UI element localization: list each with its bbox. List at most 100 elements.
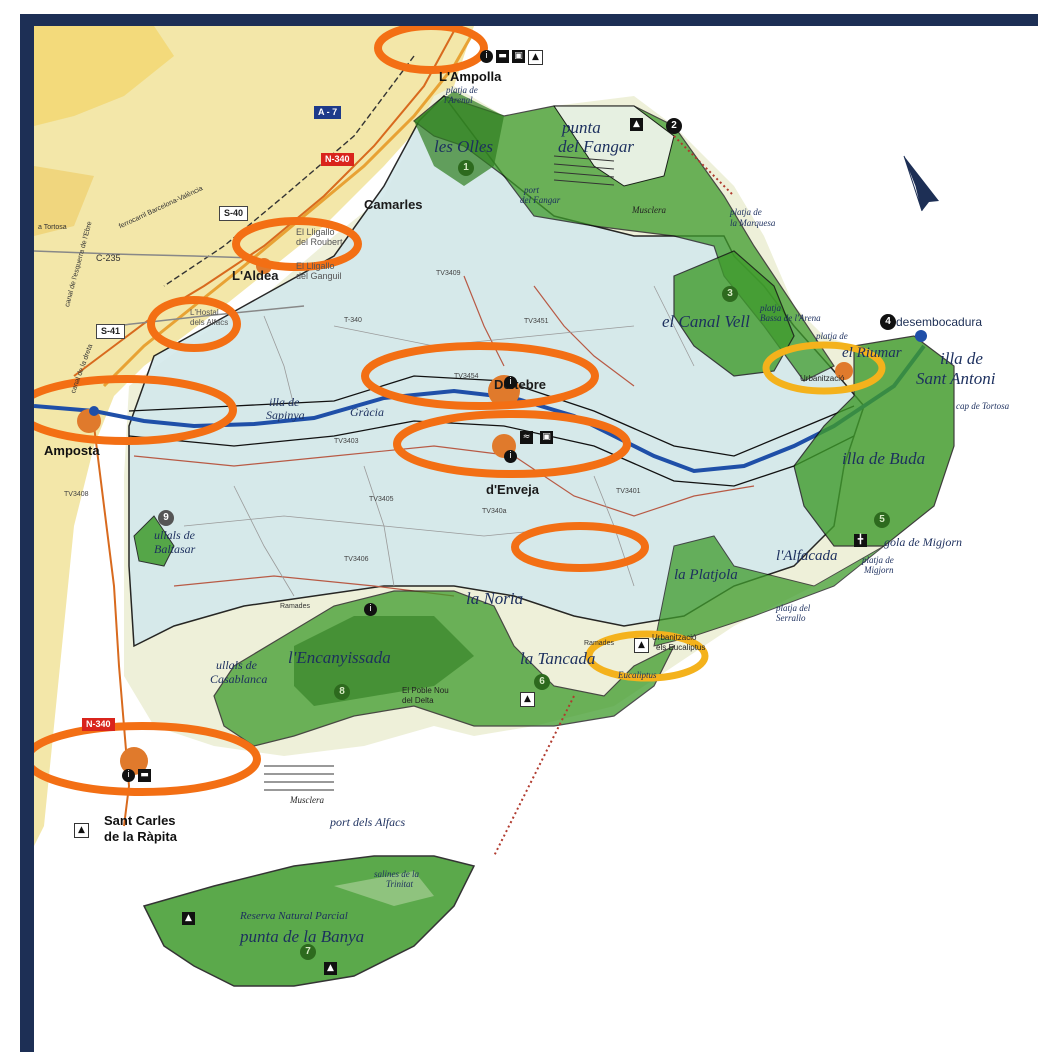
marker-7: 7 [300, 944, 316, 960]
town-tortosa-road: a Tortosa [38, 224, 67, 231]
place-illa-buda: illa de Buda [842, 449, 926, 468]
marker-2: 2 [666, 118, 682, 134]
highlight-eucaliptus [585, 630, 709, 682]
tower-icon-banya[interactable]: ▲ [324, 962, 337, 975]
lighthouse-icon[interactable]: ▲ [630, 118, 643, 131]
place-olles: les Olles [434, 137, 494, 156]
highlight-poblenou [511, 522, 649, 572]
place-platja-arena-2: Bassa de l'Arena [760, 313, 821, 323]
town-ampolla: L'Ampolla [439, 69, 502, 84]
road-label-tv3409: TV3409 [436, 270, 461, 277]
bed-icon[interactable]: ▬ [496, 50, 509, 63]
amposta-marker [89, 406, 99, 416]
camping-icon[interactable]: ▲ [528, 50, 543, 65]
town-blob-riumar [835, 362, 853, 380]
mainland-land [34, 26, 474, 846]
place-port-fangar-2: del Fangar [520, 195, 561, 205]
camping-icon-tancada[interactable]: ▲ [520, 692, 535, 707]
hotel-icon-rapita[interactable]: ▬ [138, 769, 151, 782]
info-icon[interactable]: i [480, 50, 493, 63]
camping-icon-rapita[interactable]: ▲ [74, 823, 89, 838]
town-hostal-2: dels Alfacs [190, 318, 229, 327]
road-label-tv3408: TV3408 [64, 491, 89, 498]
place-port-fangar-1: port [524, 185, 540, 195]
town-lligallo-roubert-2: del Roubert [296, 237, 343, 247]
highlight-ampolla [374, 26, 488, 74]
highlight-hostal [147, 296, 241, 352]
road-n340 [73, 30, 455, 377]
place-ullals-baltasar-2: Baltasar [154, 542, 196, 556]
north-arrow-icon [903, 155, 939, 212]
highlight-amposta [34, 375, 237, 445]
road-shield-n340-top: N-340 [321, 153, 354, 166]
place-salines-2: Trinitat [386, 879, 414, 889]
bus-icon[interactable]: ▣ [540, 431, 553, 444]
town-poble-nou-2: del Delta [402, 696, 434, 705]
road-label-tv3401: TV3401 [616, 488, 641, 495]
road-grid-1 [333, 325, 635, 347]
town-lligallo-ganguil-1: El Lligallo [296, 261, 335, 271]
road-railway [163, 55, 415, 287]
road-label-tv3451: TV3451 [524, 318, 549, 325]
road-tv3409 [463, 275, 505, 367]
town-eucaliptus-1: Urbanització [652, 633, 697, 642]
musclera-hatch-bottom [264, 765, 334, 791]
road-label-tv3454: TV3454 [454, 373, 479, 380]
marker-8: 8 [334, 684, 350, 700]
road-grid-3 [233, 485, 295, 597]
place-platjola: la Platjola [674, 567, 738, 583]
road-tv3405 [513, 455, 755, 517]
road-grid-4 [363, 465, 395, 587]
reserve-fangar [553, 105, 675, 187]
road-motorway [102, 30, 476, 388]
train-icon[interactable]: ▣ [512, 50, 525, 63]
info-icon-deltebre[interactable]: i [504, 376, 517, 389]
place-platja-riumar: platja de [816, 331, 848, 341]
place-cap-tortosa: cap de Tortosa [956, 401, 1010, 411]
place-platja-marquesa-1: platja de [730, 207, 762, 217]
place-riumar: el Riumar [842, 345, 902, 361]
road-shield-s40: S-40 [219, 206, 249, 221]
place-encanyissada: l'Encanyissada [288, 648, 391, 667]
highlight-riumar [762, 341, 886, 395]
place-platja-arenal-2: l'Arenal [444, 95, 473, 105]
place-desembocadura: desembocadura [896, 315, 983, 329]
town-blob-rapita [120, 747, 148, 775]
town-aldea: L'Aldea [232, 268, 279, 283]
yellow-highlights [585, 341, 886, 682]
road-shield-a7: A - 7 [314, 106, 342, 119]
town-lligallo-roubert-1: El Lligallo [296, 227, 335, 237]
mainland-yellow-hills-2 [34, 166, 94, 236]
ferry-icon[interactable]: ≈ [520, 431, 533, 444]
info-icon-rapita[interactable]: i [122, 769, 135, 782]
musclera-hatch-top [553, 155, 615, 186]
marker-1: 1 [458, 160, 474, 176]
town-enveja: d'Enveja [486, 482, 539, 497]
town-lligallo-ganguil-2: del Ganguil [296, 271, 342, 281]
place-platja-serrallo-1: platja del [776, 603, 811, 613]
place-punta-fangar-2: del Fangar [558, 137, 635, 156]
road-shield-n340-bottom: N-340 [82, 718, 115, 731]
camping-icon-eucaliptus[interactable]: ▲ [634, 638, 649, 653]
trail-fangar [673, 135, 735, 197]
road-c235 [34, 250, 255, 259]
info-icon-enveja[interactable]: i [504, 450, 517, 463]
tower-icon-banya-west[interactable]: ▲ [182, 912, 195, 925]
info-icon-noria[interactable]: i [364, 603, 377, 616]
town-amposta: Amposta [44, 443, 100, 458]
place-gola-migjorn: gola de Migjorn [884, 535, 962, 549]
marker-6: 6 [534, 674, 550, 690]
town-poble-nou-1: El Poble Nou [402, 686, 449, 695]
road-label-tv340a: TV340a [482, 508, 507, 515]
place-ullals-casablanca-2: Casablanca [210, 672, 268, 686]
reserve-banya-inner [334, 871, 434, 906]
place-tancada: la Tancada [520, 649, 596, 668]
map-canvas [34, 26, 955, 987]
town-deltebre: Deltebre [494, 377, 547, 392]
place-platja-migjorn-1: platja de [862, 555, 894, 565]
tower-icon-migjorn[interactable]: ╋ [854, 534, 867, 547]
highlight-enveja [393, 410, 631, 478]
place-illa-sapinya-1: illa de [269, 395, 300, 409]
reserve-olles [414, 91, 504, 186]
place-musclera-2: Musclera [290, 795, 324, 805]
